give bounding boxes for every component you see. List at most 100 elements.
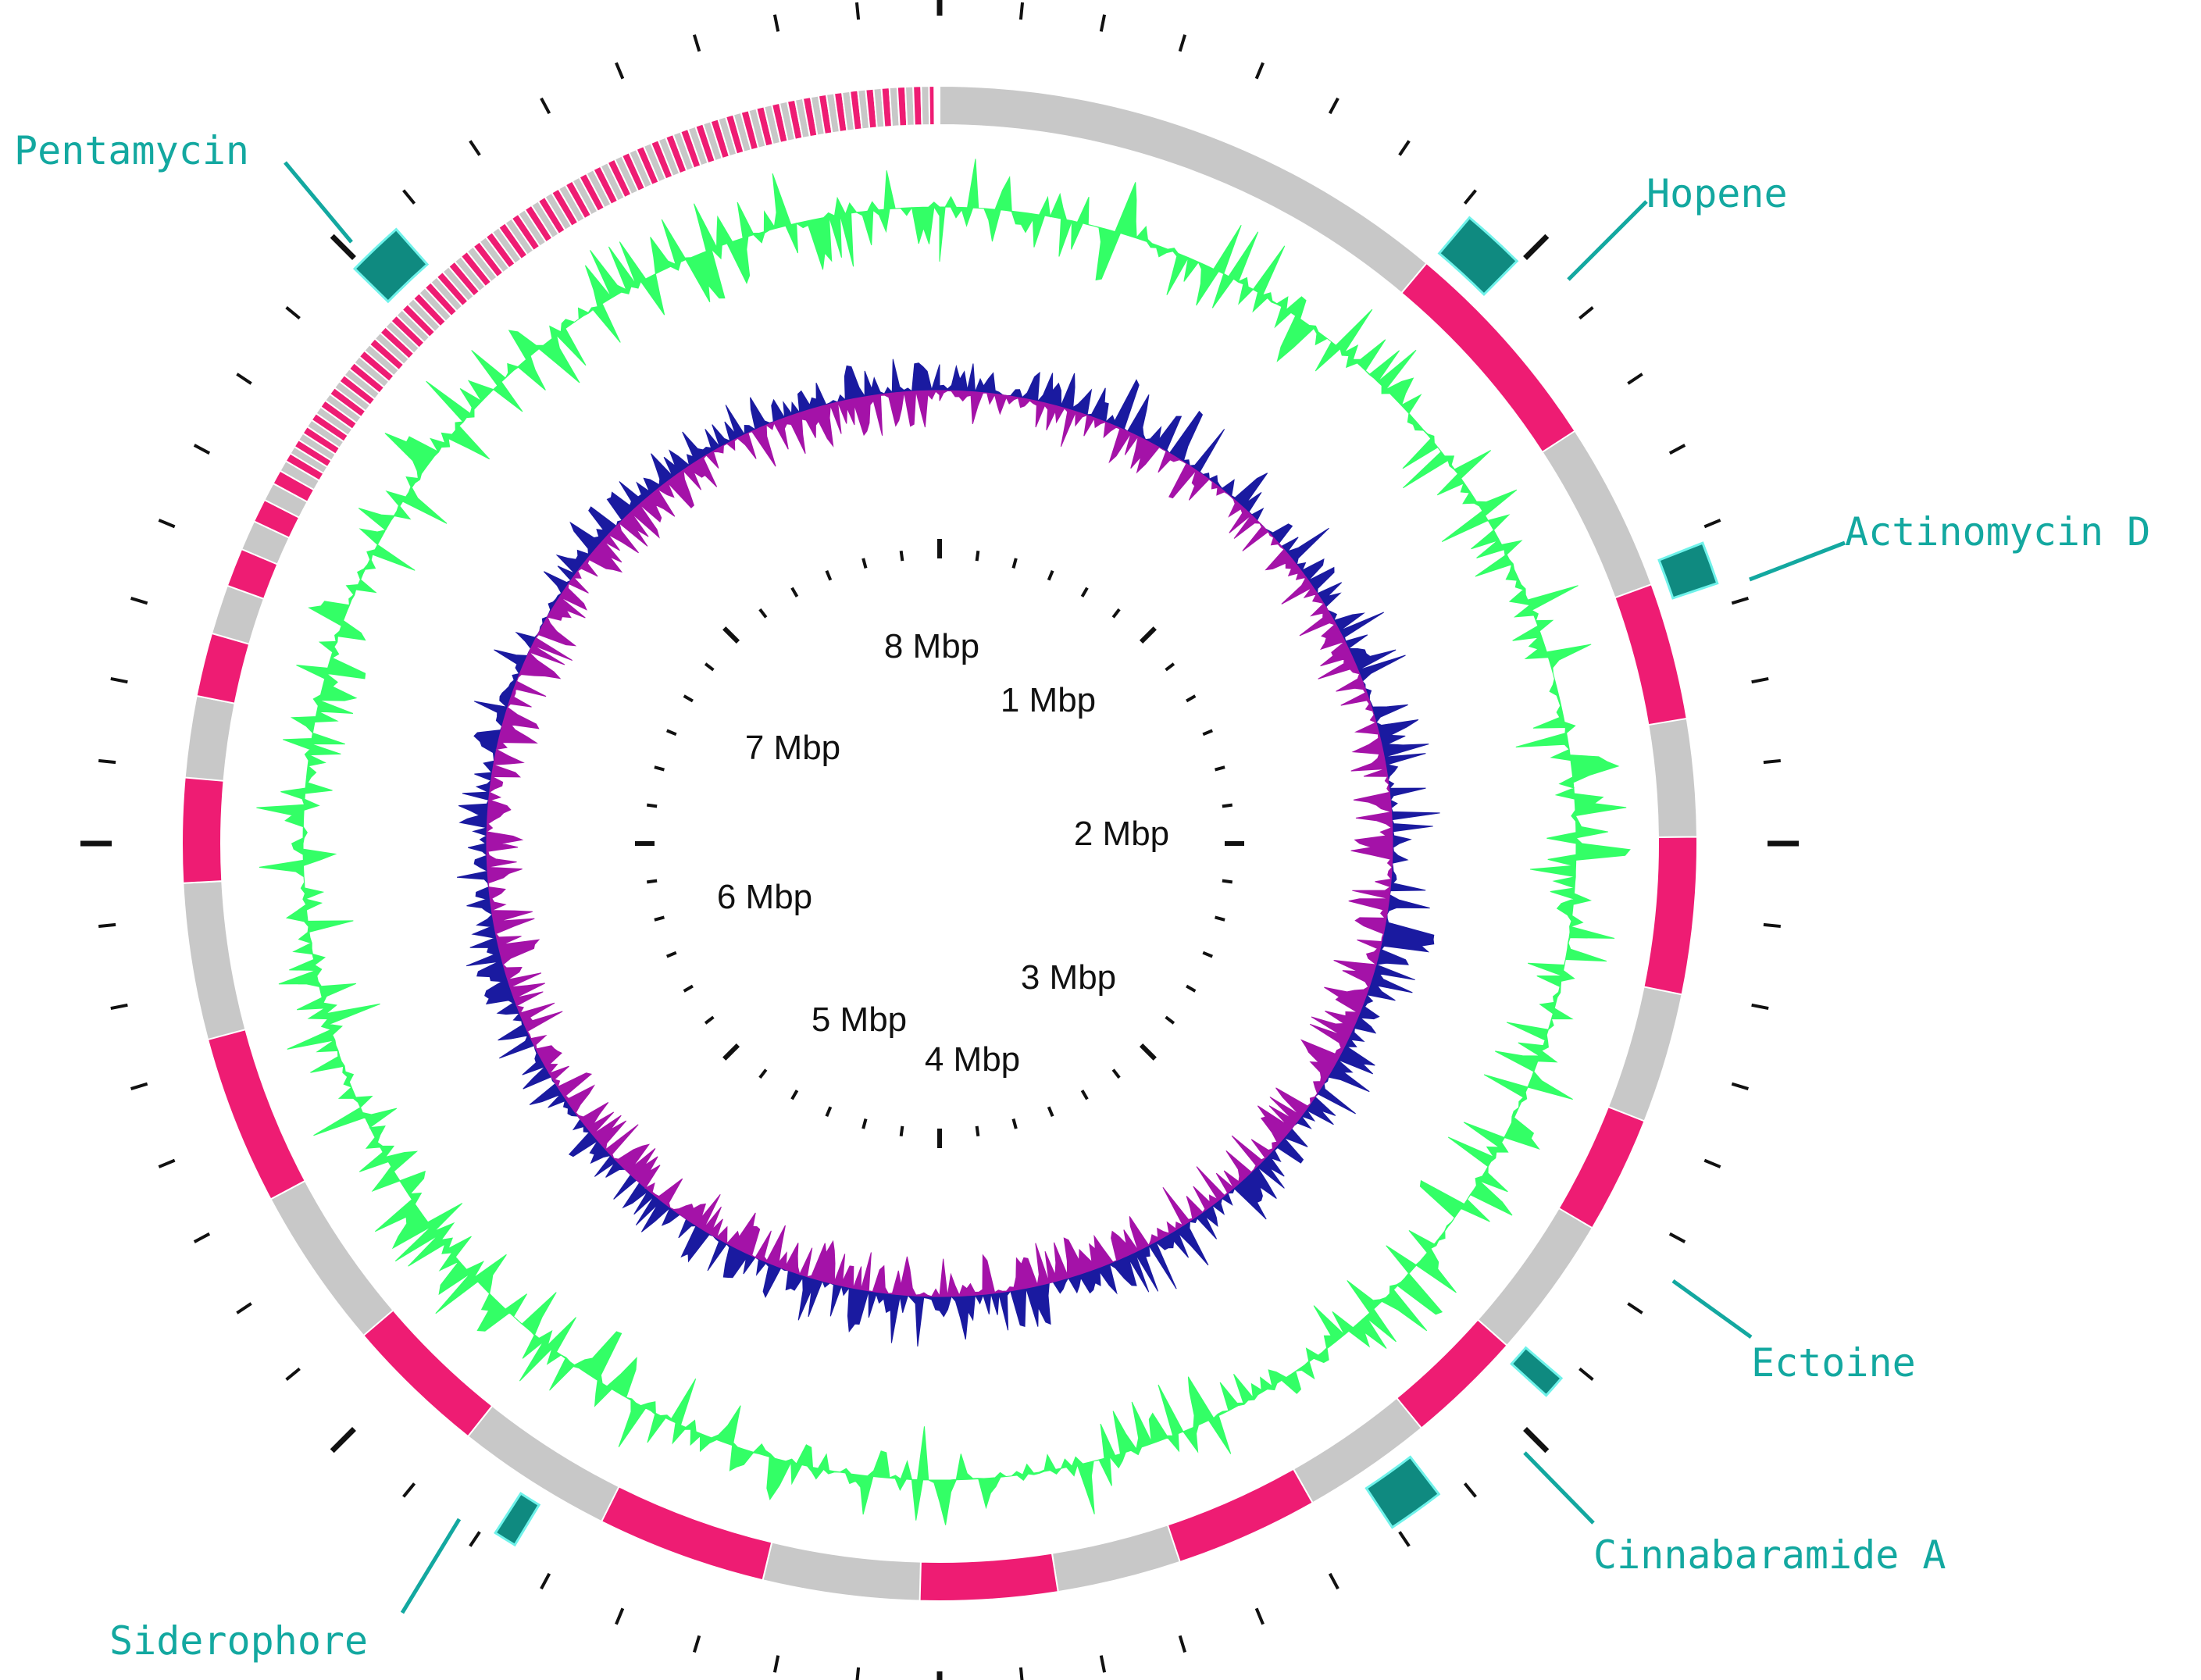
- outer-tick: [330, 1427, 356, 1454]
- inner-tick: [861, 1118, 868, 1129]
- contig-segment-gray: [762, 1541, 922, 1602]
- outer-tick: [1463, 1482, 1477, 1498]
- scale-label-4mbp: 4 Mbp: [925, 1040, 1020, 1079]
- contig-segment-gray: [1647, 717, 1698, 838]
- inner-tick: [654, 765, 665, 772]
- inner-tick: [1202, 951, 1213, 958]
- siderophore-marker: [494, 1492, 541, 1547]
- scale-label-8mbp: 8 Mbp: [884, 627, 979, 665]
- inner-tick: [646, 803, 658, 808]
- outer-tick: [110, 676, 128, 684]
- contig-segment-gray: [920, 85, 931, 127]
- scale-label-5mbp: 5 Mbp: [812, 1001, 907, 1039]
- outer-tick: [1627, 1302, 1643, 1314]
- inner-tick: [683, 694, 694, 703]
- inner-tick: [666, 729, 677, 737]
- actinomycin-d-label: Actinomycin D: [1845, 509, 2150, 555]
- hopene-marker: [1437, 216, 1519, 297]
- contig-segment-gray: [1607, 986, 1683, 1122]
- outer-tick: [469, 140, 481, 156]
- inner-tick: [666, 951, 677, 958]
- outer-tick: [330, 234, 356, 260]
- outer-tick: [285, 306, 301, 320]
- outer-tick: [1398, 140, 1411, 156]
- inner-tick: [1139, 1043, 1157, 1061]
- outer-tick: [1018, 1667, 1024, 1680]
- inner-tick: [1011, 558, 1018, 569]
- outer-tick: [1178, 1635, 1187, 1653]
- contig-segment-pink: [1161, 1468, 1315, 1563]
- contig-segment-gray: [184, 694, 236, 782]
- inner-tick: [825, 1106, 833, 1117]
- outer-tick: [540, 1572, 551, 1590]
- bgc-markers: [352, 216, 1719, 1547]
- inner-tick: [722, 1043, 740, 1061]
- contig-ring: [181, 84, 1698, 1603]
- contig-segment-pink: [928, 85, 936, 127]
- inner-tick: [1011, 1118, 1018, 1129]
- inner-tick: [654, 915, 665, 922]
- inner-tick: [1165, 1015, 1175, 1025]
- gc-skew-track: [456, 358, 1440, 1347]
- inner-tick: [975, 1125, 980, 1137]
- actinomycin-d-leader-line: [1749, 540, 1846, 582]
- contig-segment-gray: [269, 1179, 394, 1337]
- outer-tick: [1099, 1655, 1107, 1673]
- outer-tick: [615, 62, 625, 80]
- actinomycin-d-marker: [1657, 541, 1719, 600]
- outer-tick: [1751, 676, 1769, 684]
- contig-segment-pink: [181, 766, 225, 884]
- outer-tick: [110, 1003, 128, 1011]
- outer-tick: [1731, 1082, 1749, 1091]
- outer-tick: [854, 2, 861, 20]
- scale-label-1mbp: 1 Mbp: [1001, 681, 1096, 719]
- outer-tick: [1178, 34, 1187, 52]
- inner-tick: [758, 1068, 768, 1079]
- outer-tick: [1398, 1531, 1411, 1547]
- outer-tick: [1254, 62, 1265, 80]
- outer-tick: [772, 14, 780, 32]
- hopene-label: Hopene: [1646, 171, 1788, 216]
- gc-skew-positive-area: [456, 358, 1440, 1347]
- contig-segment-pink: [1557, 1105, 1646, 1229]
- outer-tick: [692, 34, 701, 52]
- outer-tick: [615, 1607, 625, 1625]
- cinnabaramide-a-marker: [1364, 1455, 1441, 1529]
- outer-tick: [1731, 596, 1749, 605]
- outer-tick-ring: [80, 0, 1799, 1680]
- outer-tick: [692, 1635, 701, 1653]
- inner-tick-ring: [635, 539, 1244, 1148]
- inner-tick: [683, 984, 694, 993]
- contig-segment-gray: [1476, 1207, 1594, 1347]
- inner-tick: [1215, 765, 1225, 772]
- inner-tick: [1111, 1068, 1121, 1079]
- contig-segment-pink: [599, 1486, 773, 1582]
- inner-tick: [1111, 608, 1121, 619]
- outer-tick: [469, 1531, 481, 1547]
- cinnabaramide-a-label: Cinnabaramide A: [1593, 1532, 1946, 1578]
- scale-label-7mbp: 7 Mbp: [745, 729, 840, 767]
- outer-tick: [236, 1302, 252, 1314]
- outer-tick: [1751, 1003, 1769, 1011]
- outer-tick: [1668, 1232, 1686, 1243]
- contig-segment-gray: [182, 880, 247, 1041]
- inner-tick: [790, 1090, 799, 1100]
- outer-tick: [1328, 1572, 1340, 1590]
- ectoine-marker: [1510, 1346, 1564, 1397]
- outer-tick: [402, 1482, 416, 1498]
- outer-tick: [1328, 97, 1340, 115]
- inner-tick: [1186, 694, 1197, 703]
- outer-tick: [158, 1158, 176, 1168]
- contig-segment-pink: [908, 1552, 1059, 1603]
- outer-tick: [98, 758, 116, 765]
- ectoine-label: Ectoine: [1751, 1340, 1916, 1386]
- scale-label-3mbp: 3 Mbp: [1021, 958, 1116, 997]
- hopene-leader-line: [1567, 200, 1648, 281]
- inner-tick: [1202, 729, 1213, 737]
- outer-tick: [1099, 14, 1107, 32]
- outer-tick: [772, 1655, 780, 1673]
- bgc-callouts: Pentamycin Hopene Actinomycin D Ectoine …: [14, 128, 2150, 1664]
- inner-tick: [646, 879, 658, 884]
- outer-tick: [1579, 1367, 1594, 1381]
- contig-segment-pink: [206, 1022, 307, 1200]
